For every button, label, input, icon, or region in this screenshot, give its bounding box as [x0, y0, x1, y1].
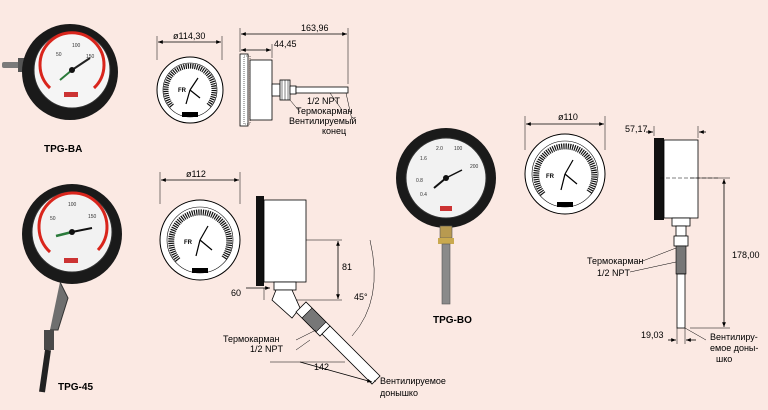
label-bo-vent-bottom-2: емое доны- — [710, 343, 758, 353]
dim-45-angle: 45° — [354, 292, 368, 302]
dim-bo-depth: 57,17 — [625, 124, 648, 134]
label-45-npt: 1/2 NPT — [250, 344, 284, 354]
model-label-tpg-ba: TPG-BA — [44, 144, 82, 155]
svg-text:FR: FR — [546, 174, 555, 180]
drawing-tpg-45-front: FR — [159, 172, 241, 281]
svg-text:150: 150 — [88, 214, 97, 220]
svg-text:100: 100 — [72, 43, 81, 49]
label-45-vent-bottom-1: Вентилируемое — [380, 376, 446, 386]
svg-text:FR: FR — [184, 240, 193, 246]
dim-bo-height: 178,00 — [732, 250, 760, 260]
label-bo-thermowell: Термокарман — [587, 256, 644, 266]
label-45-thermowell: Термокарман — [223, 334, 280, 344]
dim-ba-diameter: ø114,30 — [173, 31, 205, 41]
svg-text:0.4: 0.4 — [420, 192, 427, 198]
model-label-tpg-bo: TPG-BO — [433, 315, 472, 326]
drawing-tpg-ba-front: FR — [156, 36, 224, 124]
svg-text:50: 50 — [50, 216, 56, 222]
dim-bo-width: 19,03 — [641, 330, 664, 340]
dim-45-height: 81 — [342, 262, 352, 272]
label-bo-vent-bottom-3: шко — [716, 354, 732, 364]
photo-tpg-45: 50 100 150 — [22, 184, 122, 393]
model-label-tpg-45: TPG-45 — [58, 382, 93, 393]
drawing-tpg-45-side — [246, 196, 381, 385]
dim-45-length: 142 — [314, 362, 329, 372]
drawing-tpg-bo-side — [629, 126, 730, 344]
svg-text:50: 50 — [56, 52, 62, 58]
svg-text:100: 100 — [454, 146, 463, 152]
drawing-tpg-ba-side — [239, 28, 353, 127]
svg-text:1.6: 1.6 — [420, 156, 427, 162]
drawing-tpg-bo-front: FR — [524, 116, 606, 215]
svg-text:0.8: 0.8 — [416, 178, 423, 184]
label-ba-vent-end-2: конец — [322, 126, 346, 136]
dim-ba-length: 163,96 — [301, 23, 329, 33]
svg-text:2.0: 2.0 — [436, 146, 443, 152]
label-ba-vent-end-1: Вентилируемый — [289, 116, 356, 126]
svg-text:150: 150 — [86, 54, 95, 60]
dim-bo-diameter: ø110 — [558, 112, 578, 122]
svg-text:200: 200 — [470, 164, 479, 170]
svg-text:100: 100 — [68, 202, 77, 208]
svg-text:FR: FR — [178, 88, 187, 94]
label-45-vent-bottom-2: донышко — [380, 388, 418, 398]
dim-45-offset: 60 — [231, 288, 241, 298]
label-bo-npt: 1/2 NPT — [597, 268, 631, 278]
photo-tpg-ba: 50 100 150 — [2, 24, 118, 120]
photo-tpg-bo: 1.6 2.0 100 0.8 200 0.4 — [396, 128, 496, 305]
dim-45-diameter: ø112 — [186, 169, 206, 179]
dim-ba-depth: 44,45 — [274, 39, 297, 49]
label-ba-thermowell: Термокарман — [296, 106, 353, 116]
label-ba-npt: 1/2 NPT — [307, 96, 341, 106]
label-bo-vent-bottom-1: Вентилиру- — [710, 332, 758, 342]
